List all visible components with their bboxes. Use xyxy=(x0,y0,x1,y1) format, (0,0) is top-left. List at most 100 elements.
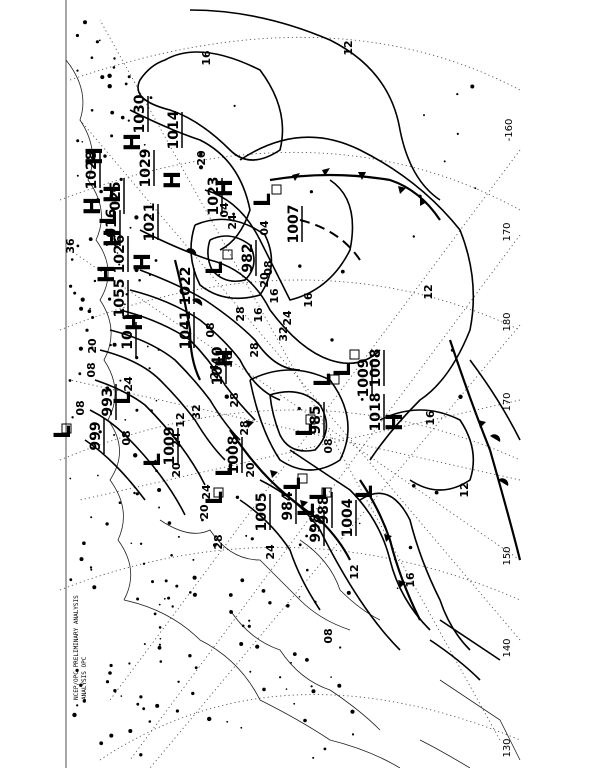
fronts xyxy=(173,168,522,621)
pressure-value: 1014 xyxy=(166,110,182,149)
station-dot xyxy=(80,297,85,302)
isobar-label: 12 xyxy=(174,412,187,427)
station-dot xyxy=(120,115,125,120)
station-dot xyxy=(167,521,172,525)
station-dot xyxy=(262,687,266,692)
station-dot xyxy=(105,228,109,233)
pressure-value: 1004 xyxy=(340,498,356,537)
station-dot xyxy=(290,661,292,664)
station-dot xyxy=(194,666,198,670)
station-dot xyxy=(143,143,146,146)
pressure-value: 1023 xyxy=(206,177,222,216)
station-dot xyxy=(232,212,236,216)
station-dot xyxy=(250,537,254,541)
low-pressure-center: L xyxy=(251,193,276,207)
low-pressure-center: L xyxy=(51,425,76,439)
station-dot xyxy=(292,652,297,656)
station-dot xyxy=(76,704,79,707)
station-dot xyxy=(456,93,459,96)
isobar-label: 24 xyxy=(122,376,135,392)
longitude-label: 180 xyxy=(502,312,513,331)
station-dot xyxy=(158,506,161,509)
longitude-label: 130 xyxy=(502,738,513,757)
station-dot xyxy=(83,20,87,25)
station-dot xyxy=(350,709,355,714)
station-dot xyxy=(153,612,157,616)
station-dot xyxy=(474,187,477,190)
station-dot xyxy=(434,490,439,495)
station-dot xyxy=(107,84,112,89)
station-dot xyxy=(323,747,327,751)
isobar-label: 12 xyxy=(422,284,435,299)
isobar-label: 08 xyxy=(262,260,275,275)
station-dot xyxy=(109,663,113,668)
station-dot xyxy=(78,372,82,376)
station-dot xyxy=(133,453,138,458)
station-dot xyxy=(192,592,197,597)
pressure-value: 025 xyxy=(108,181,124,210)
station-dot xyxy=(470,84,475,89)
station-dot xyxy=(124,82,128,86)
low-pressure-center: L xyxy=(307,487,332,501)
station-dot xyxy=(305,658,309,662)
station-dot xyxy=(154,259,158,262)
station-dot xyxy=(89,566,93,569)
station-dot xyxy=(279,676,282,679)
station-dot xyxy=(105,680,110,684)
pressure-centers: HHLLHHLLHLLLLLLLLLLHHHHHHHL xyxy=(51,133,408,517)
isobar-label: 12 xyxy=(348,564,361,579)
station-dot xyxy=(119,379,122,382)
isobar-label: 36 xyxy=(64,238,77,254)
longitude-label: 150 xyxy=(502,546,513,565)
station-dot xyxy=(113,57,116,60)
station-dot xyxy=(128,662,131,665)
isobar-label: 16 xyxy=(302,292,315,308)
isobar-label: 20 xyxy=(195,150,208,166)
low-pressure-center: L xyxy=(331,363,356,377)
isobar-label: 28 xyxy=(228,392,241,407)
station-dot xyxy=(135,408,139,412)
pressure-value: 1040 xyxy=(210,346,226,385)
station-dot xyxy=(151,580,154,584)
isobar-label: 08 xyxy=(120,430,133,445)
isobar-label: 12 xyxy=(342,40,355,55)
station-dot xyxy=(112,188,117,192)
isobar-label: 20 xyxy=(170,462,183,478)
station-dot xyxy=(92,585,97,590)
isobar-label: 16 xyxy=(404,572,417,588)
isobar-label: 20 xyxy=(244,462,257,478)
station-dot xyxy=(134,215,139,220)
station-dot xyxy=(139,695,143,699)
low-pressure-center: L xyxy=(311,373,336,387)
station-dot xyxy=(109,733,114,738)
station-dot xyxy=(127,119,130,122)
station-dot xyxy=(159,637,162,640)
cold-front-east xyxy=(448,339,522,561)
station-dot xyxy=(128,729,133,733)
isobar-label: 20 xyxy=(198,504,211,520)
station-dot xyxy=(143,150,146,154)
station-dot xyxy=(116,252,119,254)
station-dot xyxy=(69,284,73,288)
station-dot xyxy=(112,66,116,69)
isobar-label: 12 xyxy=(458,482,471,497)
station-dot xyxy=(456,132,459,135)
station-dot xyxy=(76,69,79,72)
station-dot xyxy=(69,578,73,582)
station-dot xyxy=(128,382,131,385)
station-dot xyxy=(303,718,307,723)
station-dot xyxy=(164,579,168,583)
station-dot xyxy=(76,244,80,248)
station-dot xyxy=(311,689,316,694)
station-dot xyxy=(340,269,345,274)
station-dot xyxy=(124,419,127,421)
high-pressure-center: H xyxy=(83,147,108,165)
pressure-value: 982 xyxy=(240,243,256,272)
station-dot xyxy=(108,671,112,675)
station-dot xyxy=(201,518,204,522)
pressure-value: 1055 xyxy=(112,279,128,318)
isobars xyxy=(84,9,521,681)
station-dot xyxy=(97,474,99,477)
station-dot xyxy=(75,668,79,673)
station-dot xyxy=(175,709,179,713)
